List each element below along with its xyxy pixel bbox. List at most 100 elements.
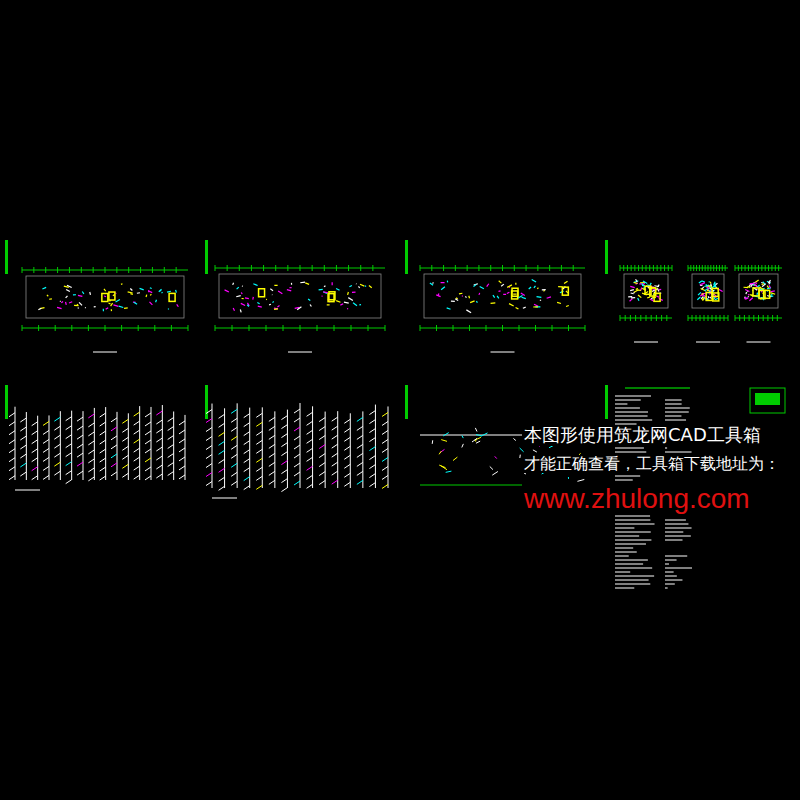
cad-linework	[605, 240, 608, 274]
cad-linework	[634, 342, 658, 343]
cad-linework	[749, 283, 754, 285]
cad-linework	[661, 315, 662, 321]
cad-linework	[625, 315, 626, 321]
cad-linework	[43, 448, 49, 452]
cad-linework	[93, 352, 117, 353]
cad-linework	[768, 265, 769, 271]
cad-linework	[513, 438, 515, 440]
cad-linework	[665, 576, 677, 577]
cad-linework	[140, 267, 141, 273]
cad-linework	[32, 449, 38, 453]
cad-linework	[516, 307, 519, 309]
cad-linework	[557, 302, 561, 303]
cad-linework	[54, 426, 60, 430]
cad-linework	[168, 426, 174, 430]
cad-linework	[369, 447, 375, 451]
cad-linework	[281, 416, 287, 420]
cad-linework	[319, 289, 323, 291]
cad-linework	[336, 265, 337, 271]
cad-linework	[431, 265, 432, 271]
cad-linework	[537, 296, 542, 298]
cad-linework	[9, 476, 15, 480]
cad-linework	[462, 296, 463, 297]
cad-linework	[561, 265, 562, 271]
cad-linework	[480, 286, 484, 288]
cad-linework	[665, 404, 682, 405]
cad-linework	[66, 462, 72, 466]
cad-linework	[164, 267, 165, 273]
cad-linework	[475, 428, 477, 432]
cad-linework	[476, 441, 480, 443]
cad-linework	[441, 440, 447, 442]
cad-linework	[43, 430, 49, 434]
cad-linework	[509, 304, 514, 306]
cad-linework	[294, 472, 300, 476]
cad-linework	[256, 431, 262, 435]
cad-linework	[513, 293, 517, 294]
cad-linework	[71, 325, 72, 331]
cad-linework	[100, 431, 106, 435]
cad-linework	[9, 413, 15, 417]
cad-linework	[344, 482, 350, 486]
cad-linework	[628, 296, 632, 297]
cad-linework	[455, 265, 456, 271]
cad-linework	[20, 436, 26, 440]
cad-linework	[256, 422, 262, 426]
cad-linework	[568, 477, 569, 479]
cad-linework	[32, 476, 38, 480]
cad-linework	[168, 435, 174, 439]
cad-linework	[134, 430, 140, 434]
cad-linework	[710, 265, 711, 271]
cad-linework	[150, 287, 152, 289]
cad-linework	[476, 435, 481, 436]
cad-linework	[38, 325, 39, 331]
cad-linework	[357, 462, 363, 466]
cad-linework	[102, 293, 108, 301]
cad-linework	[762, 283, 764, 284]
cad-linework	[122, 437, 128, 441]
cad-linework	[134, 448, 140, 452]
cad-linework	[355, 283, 357, 285]
cad-linework	[650, 288, 656, 296]
cad-linework	[269, 417, 275, 421]
cad-linework	[724, 315, 725, 321]
cad-linework	[332, 471, 338, 475]
cad-linework	[263, 265, 264, 271]
cad-linework	[134, 475, 140, 479]
cad-linework	[179, 448, 185, 452]
cad-linework	[665, 448, 667, 449]
cad-linework	[758, 265, 759, 271]
cad-linework	[382, 412, 388, 416]
cad-linework	[231, 427, 237, 431]
cad-linework	[665, 520, 686, 521]
cad-linework	[168, 471, 174, 475]
cad-linework	[251, 265, 252, 271]
cad-linework	[741, 265, 742, 271]
cad-linework	[372, 265, 373, 271]
cad-linework	[620, 265, 672, 342]
cad-linework	[225, 290, 229, 292]
cad-linework	[281, 461, 287, 465]
cad-linework	[117, 412, 118, 480]
cad-linework	[775, 265, 776, 271]
cad-linework	[665, 408, 690, 409]
cad-linework	[332, 462, 338, 466]
cad-linework	[358, 286, 359, 288]
cad-linework	[93, 267, 94, 273]
cad-linework	[478, 293, 480, 295]
cad-linework	[20, 472, 26, 476]
cad-linework	[54, 462, 60, 466]
cad-linework	[615, 416, 648, 417]
cad-linework	[88, 468, 94, 472]
cad-linework	[668, 265, 669, 271]
cad-linework	[512, 291, 518, 299]
cad-linework	[105, 407, 106, 480]
cad-linework	[368, 325, 369, 331]
cad-linework	[215, 325, 216, 331]
cad-linework	[636, 288, 638, 289]
cad-linework	[439, 451, 441, 454]
cad-linework	[47, 295, 48, 296]
cad-linework	[690, 265, 691, 271]
cad-linework	[88, 450, 94, 454]
cad-linework	[537, 287, 538, 289]
